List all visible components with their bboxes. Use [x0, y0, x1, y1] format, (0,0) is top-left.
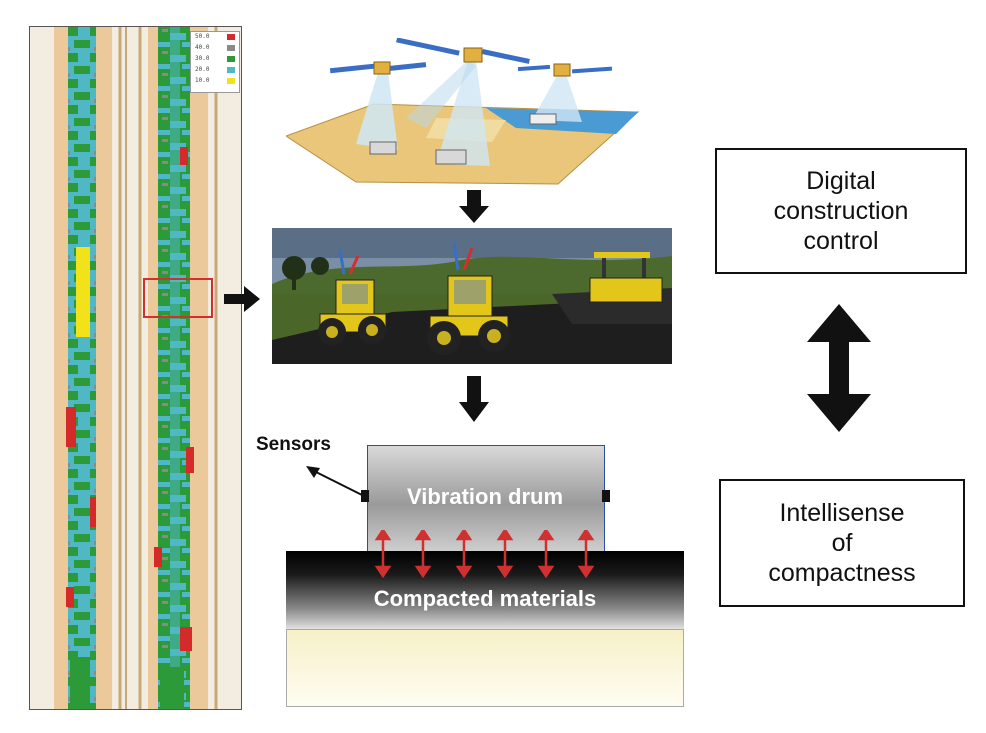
vibration-arrow-icon	[455, 530, 473, 578]
highlight-box	[143, 278, 213, 318]
compacted-materials-label: Compacted materials	[373, 586, 597, 611]
digital-box-line: Digital	[806, 167, 876, 195]
down-arrow-icon	[459, 190, 489, 223]
sensor-left	[361, 490, 369, 502]
legend-item: 10.0	[195, 76, 237, 86]
sensor-right	[602, 490, 610, 502]
roller-icon	[427, 275, 510, 355]
intellisense-box-line: Intellisense	[779, 499, 905, 527]
sensors-label: Sensors	[256, 434, 331, 455]
vibration-arrows	[374, 530, 595, 578]
compacted-materials-layer	[286, 551, 684, 629]
down-arrow-icon	[459, 376, 489, 422]
roller-scene	[272, 228, 672, 364]
vibration-arrow-icon	[537, 530, 555, 578]
vibration-arrow-icon	[577, 530, 595, 578]
vibration-drum	[367, 445, 605, 553]
digital-construction-control-box: Digital construction control	[715, 148, 967, 274]
vibration-drum-label: Vibration drum	[406, 484, 564, 509]
legend-item: 30.0	[195, 54, 237, 64]
satellite-icon	[517, 63, 613, 77]
vibration-arrow-icon	[496, 530, 514, 578]
roller-icon	[318, 279, 387, 346]
right-arrow-icon	[224, 286, 260, 312]
legend-item: 20.0	[195, 65, 237, 75]
compaction-map	[30, 27, 241, 709]
intellisense-box-line: compactness	[768, 559, 916, 587]
satellite-illustration	[284, 37, 648, 188]
satellite-icon	[396, 37, 530, 64]
intellisense-box-line: of	[831, 529, 853, 557]
roller-icon	[589, 252, 663, 303]
vibration-arrow-icon	[414, 530, 432, 578]
digital-box-line: construction	[773, 197, 909, 225]
legend-item: 50.0	[195, 32, 237, 42]
satellite-icon	[329, 61, 427, 75]
sensor-pointer-arrow	[306, 466, 369, 499]
digital-box-line: control	[803, 227, 879, 255]
subgrade-layer	[286, 629, 684, 707]
double-vertical-arrow-icon	[807, 304, 871, 432]
vibration-arrow-icon	[374, 530, 392, 578]
compaction-map-panel: 50.0 40.0 30.0 20.0 10.0	[29, 26, 242, 710]
intellisense-of-compactness-box: Intellisense of compactness	[719, 479, 965, 607]
map-legend: 50.0 40.0 30.0 20.0 10.0	[190, 31, 240, 93]
legend-item: 40.0	[195, 43, 237, 53]
